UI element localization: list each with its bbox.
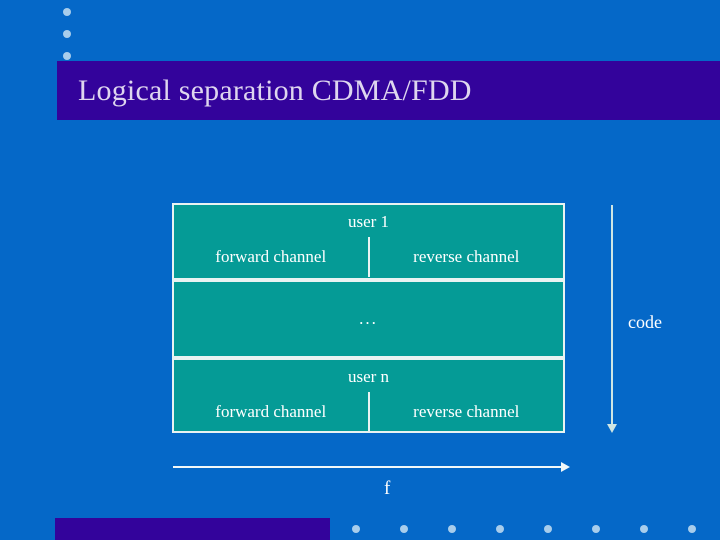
forward-channel-label: forward channel xyxy=(215,402,327,421)
page-title: Logical separation CDMA/FDD xyxy=(78,74,472,107)
user-channel-box: user n forward channel reverse channel xyxy=(172,358,565,433)
code-axis-arrow-icon xyxy=(607,424,617,433)
decorative-dot-icon xyxy=(592,525,600,533)
decorative-dot-icon xyxy=(63,30,71,38)
forward-channel-label: forward channel xyxy=(215,247,327,266)
user-ellipsis-box: ... xyxy=(172,280,565,358)
decorative-dot-icon xyxy=(544,525,552,533)
user-box-title: user n xyxy=(347,367,390,386)
user-channel-box: user 1 forward channel reverse channel xyxy=(172,203,565,280)
channel-divider xyxy=(367,237,370,277)
reverse-channel-label: reverse channel xyxy=(413,247,520,266)
ellipsis-label: ... xyxy=(359,309,378,328)
user-box-title: user 1 xyxy=(347,212,390,231)
reverse-channel-label: reverse channel xyxy=(413,402,520,421)
channel-divider xyxy=(367,392,370,432)
decorative-dot-icon xyxy=(688,525,696,533)
decorative-dot-icon xyxy=(63,8,71,16)
frequency-axis-label: f xyxy=(384,478,391,499)
decorative-dot-icon xyxy=(496,525,504,533)
decorative-dot-icon xyxy=(400,525,408,533)
code-axis-label: code xyxy=(628,312,662,332)
decorative-dot-icon xyxy=(640,525,648,533)
decorative-dot-icon xyxy=(63,52,71,60)
frequency-axis-arrow-icon xyxy=(561,462,570,472)
decorative-dot-icon xyxy=(352,525,360,533)
code-axis-line xyxy=(611,205,613,427)
frequency-axis-line xyxy=(173,466,563,468)
channel-row: forward channel reverse channel xyxy=(174,392,563,432)
decorative-dot-icon xyxy=(448,525,456,533)
footer-banner xyxy=(55,518,330,540)
channel-row: forward channel reverse channel xyxy=(174,237,563,277)
title-banner xyxy=(57,61,720,120)
